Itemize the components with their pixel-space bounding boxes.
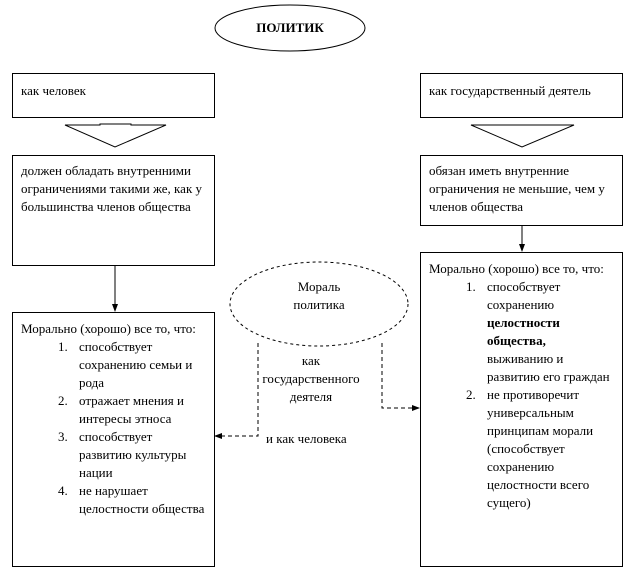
dashed-arrow-right [381, 343, 420, 411]
left-chevron-arrow [64, 123, 167, 148]
right-bottom-content: Морально (хорошо) все то, что: способств… [421, 256, 621, 516]
left-header-text: как человек [21, 83, 86, 98]
statesman-label: как государственного деятеля [262, 353, 360, 404]
right-header-box [420, 73, 623, 118]
item-text: выживанию и развитию его граждан [487, 351, 610, 384]
left-middle-text: должен обладать внутренними ограничениям… [21, 163, 203, 214]
left-bottom-content: Морально (хорошо) все то, что: способств… [13, 316, 213, 522]
right-bottom-intro: Морально (хорошо) все то, что: [429, 261, 604, 276]
left-bottom-box [12, 312, 215, 567]
list-item: не противоречит универсальным принципам … [479, 386, 613, 512]
left-bottom-intro: Морально (хорошо) все то, что: [21, 321, 196, 336]
left-criteria-list: способствует сохранению семьи и рода отр… [21, 338, 205, 518]
right-middle-box [420, 155, 623, 226]
left-middle-box [12, 155, 215, 266]
morality-ellipse [229, 261, 409, 347]
list-item: способствует сохранению семьи и рода [71, 338, 205, 392]
right-criteria-list: способствует сохранению целостности обще… [429, 278, 613, 512]
list-item: отражает мнения и интересы этноса [71, 392, 205, 428]
human-label: и как человека [266, 431, 347, 446]
morality-ellipse-text: Мораль политика [268, 278, 370, 314]
right-middle-text: обязан иметь внутренние ограничения не м… [429, 163, 605, 214]
title: ПОЛИТИК [256, 20, 324, 35]
list-item: способствует развитию культуры нации [71, 428, 205, 482]
item-text: способствует сохранению [487, 279, 561, 312]
title-ellipse [214, 4, 366, 52]
morality-line1: Мораль [297, 279, 341, 294]
morality-line2: политика [293, 297, 345, 312]
list-item: способствует сохранению целостности обще… [479, 278, 613, 386]
right-chevron-arrow [470, 124, 575, 148]
dashed-arrow-left [214, 343, 259, 439]
list-item: не нарушает целостности общества [71, 482, 205, 518]
left-header-box [12, 73, 215, 118]
item-bold-text: целостности общества, [487, 315, 560, 348]
right-bottom-box [420, 252, 623, 567]
right-header-text: как государственный деятель [429, 83, 591, 98]
